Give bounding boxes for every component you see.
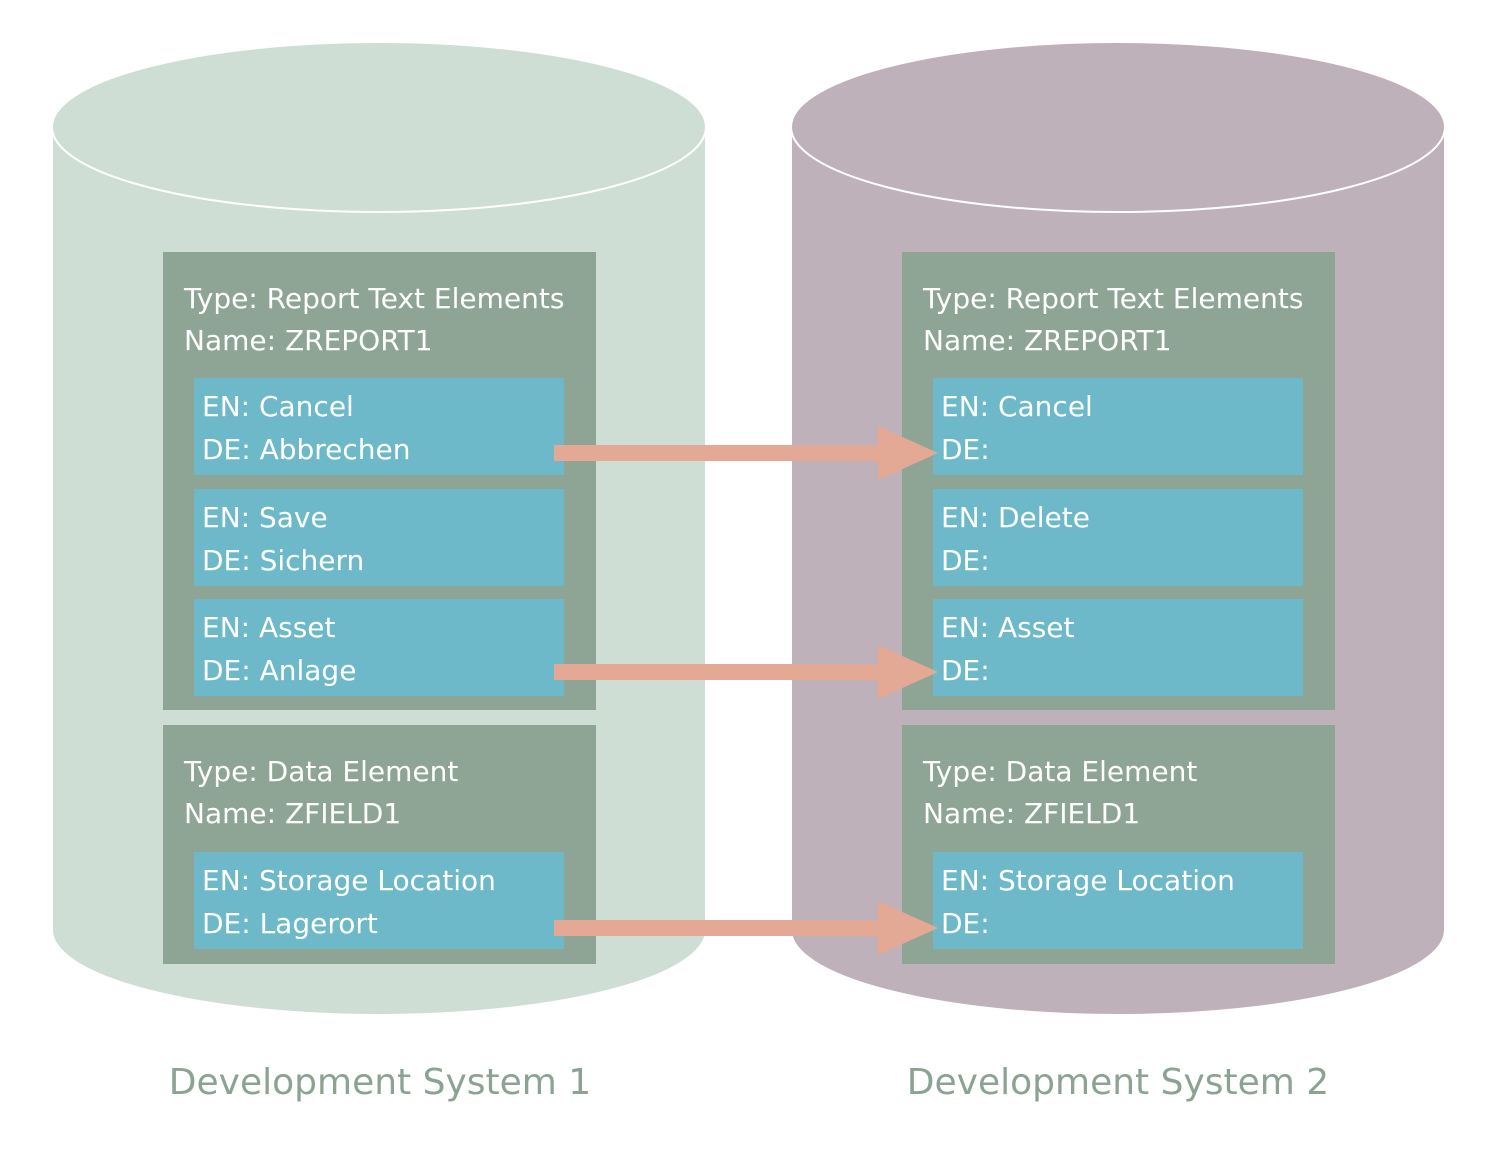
- text-entry: EN: Delete DE:: [933, 489, 1303, 586]
- system-label-2: Development System 2: [906, 1062, 1330, 1103]
- object-name: Name: ZREPORT1: [184, 324, 433, 357]
- entry-en: EN: Cancel: [941, 390, 1093, 423]
- text-entry: EN: Save DE: Sichern: [194, 489, 564, 586]
- text-entry: EN: Cancel DE:: [933, 378, 1303, 475]
- text-entry: EN: Asset DE:: [933, 599, 1303, 696]
- entry-en: EN: Asset: [941, 611, 1075, 644]
- entry-de: DE:: [941, 907, 990, 940]
- object-type: Type: Data Element: [923, 755, 1198, 788]
- entry-en: EN: Storage Location: [941, 864, 1235, 897]
- cylinder-top-2: [790, 41, 1446, 213]
- entry-de: DE: Lagerort: [202, 907, 378, 940]
- report-panel-system-1: Type: Report Text Elements Name: ZREPORT…: [163, 252, 596, 710]
- data-element-panel-system-1: Type: Data Element Name: ZFIELD1 EN: Sto…: [163, 725, 596, 964]
- object-type: Type: Data Element: [184, 755, 459, 788]
- entry-de: DE:: [941, 433, 990, 466]
- panel-header: Type: Data Element Name: ZFIELD1: [923, 751, 1197, 835]
- panel-header: Type: Data Element Name: ZFIELD1: [184, 751, 458, 835]
- entry-en: EN: Save: [202, 501, 328, 534]
- entry-en: EN: Delete: [941, 501, 1090, 534]
- object-name: Name: ZFIELD1: [184, 797, 402, 830]
- text-entry: EN: Storage Location DE: Lagerort: [194, 852, 564, 949]
- entry-de: DE: Abbrechen: [202, 433, 411, 466]
- entry-en: EN: Cancel: [202, 390, 354, 423]
- object-type: Type: Report Text Elements: [184, 282, 565, 315]
- data-element-panel-system-2: Type: Data Element Name: ZFIELD1 EN: Sto…: [902, 725, 1335, 964]
- panel-header: Type: Report Text Elements Name: ZREPORT…: [184, 278, 564, 362]
- object-type: Type: Report Text Elements: [923, 282, 1304, 315]
- text-entry: EN: Cancel DE: Abbrechen: [194, 378, 564, 475]
- text-entry: EN: Asset DE: Anlage: [194, 599, 564, 696]
- entry-de: DE: Sichern: [202, 544, 365, 577]
- panel-header: Type: Report Text Elements Name: ZREPORT…: [923, 278, 1303, 362]
- system-label-1: Development System 1: [168, 1062, 592, 1103]
- entry-en: EN: Storage Location: [202, 864, 496, 897]
- entry-de: DE:: [941, 544, 990, 577]
- entry-de: DE: Anlage: [202, 654, 357, 687]
- object-name: Name: ZREPORT1: [923, 324, 1172, 357]
- entry-de: DE:: [941, 654, 990, 687]
- report-panel-system-2: Type: Report Text Elements Name: ZREPORT…: [902, 252, 1335, 710]
- object-name: Name: ZFIELD1: [923, 797, 1141, 830]
- cylinder-top-1: [51, 41, 707, 213]
- entry-en: EN: Asset: [202, 611, 336, 644]
- text-entry: EN: Storage Location DE:: [933, 852, 1303, 949]
